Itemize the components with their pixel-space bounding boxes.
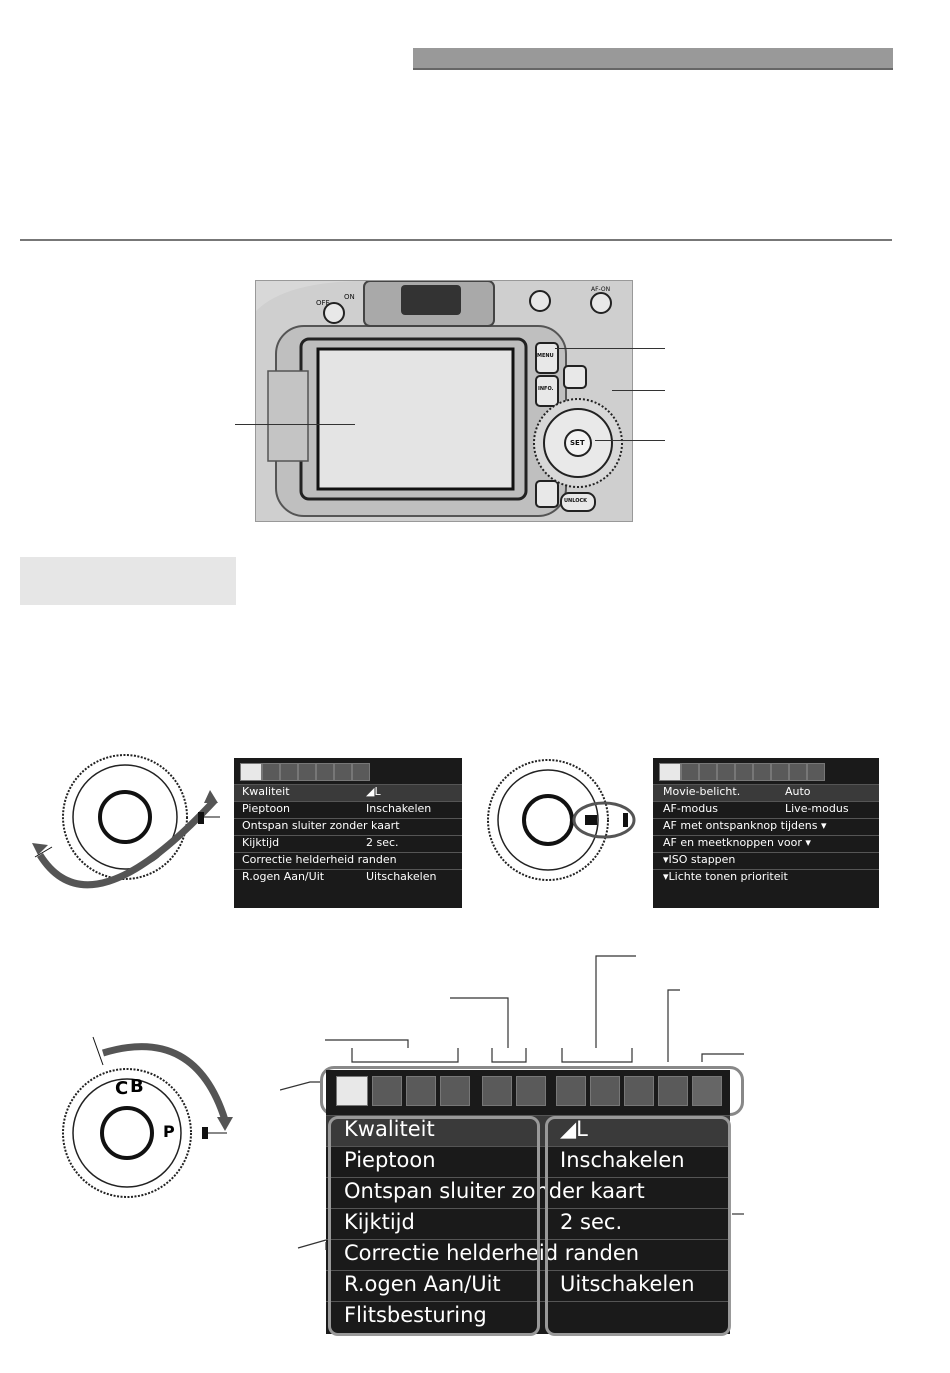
camera-back-svg [256,281,632,521]
mode-dial-right [487,759,636,881]
unlock-button-label: UNLOCK [564,498,588,504]
menu-button-label: MENU [537,353,554,359]
dial-letter-c: C [115,1078,129,1099]
menu-row[interactable]: Kwaliteit◢L [234,784,462,801]
callout-lcd [235,424,355,425]
tab-setup-2[interactable] [771,763,789,781]
tab-setup-1[interactable] [753,763,771,781]
highlight-values [545,1116,731,1336]
callout-menu [555,348,665,349]
menu-tab-strip [657,761,875,781]
menu-row[interactable]: Movie-belicht.Auto [653,784,879,801]
menu-row[interactable]: Flitsbesturing [326,1301,730,1332]
info-button-label: INFO. [538,386,554,392]
note-box [20,557,236,605]
menu-row[interactable]: Ontspan sluiter zonder kaart [234,818,462,835]
menu-tab-strip [332,1074,726,1106]
tab-shooting-2[interactable] [262,763,280,781]
menu-row[interactable]: AF met ontspanknop tijdens ▾ [653,818,879,835]
menu-row[interactable]: AF en meetknoppen voor ▾ [653,835,879,852]
tab-shooting-1[interactable] [240,763,262,781]
tab-playback-1[interactable] [482,1076,512,1106]
tab-movie-1[interactable] [659,763,681,781]
menu-row[interactable]: ▾Lichte tonen prioriteit [653,869,879,886]
menu-row[interactable]: Correctie helderheid randen [326,1239,730,1270]
tab-playback-1[interactable] [717,763,735,781]
header-bar [413,48,893,70]
set-button-label: SET [570,439,585,447]
tab-setup-2[interactable] [334,763,352,781]
tab-movie-2[interactable] [681,763,699,781]
dial-letter-b: B [130,1076,144,1097]
menu-row[interactable]: Correctie helderheid randen [234,852,462,869]
tab-setup-1[interactable] [556,1076,586,1106]
menu-tab-strip [238,761,458,781]
menu-row[interactable]: Kwaliteit◢L [326,1115,730,1146]
af-on-label: AF-ON [591,286,611,293]
menu-row[interactable]: Ontspan sluiter zonder kaart [326,1177,730,1208]
mode-dial-left [32,754,220,889]
tab-movie-3[interactable] [699,763,717,781]
tab-setup-2[interactable] [590,1076,620,1106]
tab-shooting-3[interactable] [406,1076,436,1106]
tab-shooting-4[interactable] [440,1076,470,1106]
tab-playback-1[interactable] [280,763,298,781]
dial-letter-p: P [163,1122,175,1141]
callout-set [595,440,665,441]
tab-playback-2[interactable] [516,1076,546,1106]
tab-setup-3[interactable] [789,763,807,781]
on-label: ON [344,293,355,301]
highlight-item-names [328,1116,540,1336]
callout-dial [612,390,665,391]
tab-shooting-1[interactable] [336,1076,368,1106]
tab-playback-2[interactable] [735,763,753,781]
tab-playback-2[interactable] [298,763,316,781]
tab-shooting-2[interactable] [372,1076,402,1106]
off-label: OFF [316,299,330,307]
camera-back-illustration: OFF ON AF-ON MENU INFO. SET UNLOCK [255,280,633,522]
tab-setup-4[interactable] [807,763,825,781]
tab-setup-3[interactable] [624,1076,654,1106]
callout-lines-large [280,955,744,1250]
divider-line [20,239,892,241]
tab-setup-3[interactable] [352,763,370,781]
tab-setup-1[interactable] [316,763,334,781]
tab-my-menu-star-icon[interactable] [692,1076,722,1106]
menu-row[interactable]: ▾ISO stappen [653,852,879,869]
tab-custom-functions[interactable] [658,1076,688,1106]
mode-dial-large [62,1036,233,1198]
